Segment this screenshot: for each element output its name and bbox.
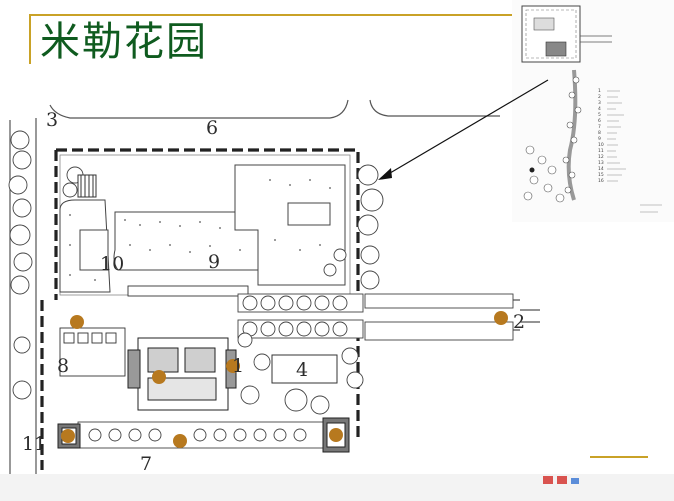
- thumb-legend-7: 7: [598, 124, 601, 130]
- thumb-legend: 1 2 3 4 5 6 7 8 9 10 11 12 13 14 15 16: [598, 88, 604, 184]
- thumb-legend-9: 9: [598, 136, 601, 142]
- title-top-rule: [29, 14, 519, 16]
- thumb-legend-10: 10: [598, 142, 604, 148]
- label-2: 2: [513, 311, 525, 333]
- thumb-legend-11: 11: [598, 148, 604, 154]
- corner-logo-icon: [543, 476, 579, 484]
- marker-house: [152, 370, 166, 384]
- thumb-legend-4: 4: [598, 106, 601, 112]
- thumb-legend-15: 15: [598, 172, 604, 178]
- upper-garden: [59, 154, 351, 296]
- label-6: 6: [206, 117, 218, 139]
- viewpoint-markers: [61, 311, 508, 448]
- marker-pavilion-east: [329, 428, 343, 442]
- middle-allee: [127, 285, 514, 341]
- lower-trees: [237, 332, 364, 415]
- thumb-legend-3: 3: [598, 100, 601, 106]
- marker-allee-east: [226, 359, 240, 373]
- thumb-legend-lines: [607, 90, 662, 213]
- house: [127, 337, 237, 411]
- thumb-legend-6: 6: [598, 118, 601, 124]
- label-8: 8: [57, 355, 69, 377]
- corner-accent-rule: [590, 456, 648, 458]
- service-area: [59, 327, 126, 377]
- slide-title: 米勒花园: [40, 19, 208, 65]
- marker-allee-end: [494, 311, 508, 325]
- area-4: [271, 354, 338, 384]
- plan-labels: 1 2 3 4 6 7 8 9 10 11: [22, 109, 525, 475]
- garden-site-plan: 1 2 3 4 6 7 8 9 10 11: [8, 99, 540, 501]
- marker-service: [70, 315, 84, 329]
- thumb-legend-2: 2: [598, 94, 601, 100]
- label-10: 10: [100, 253, 124, 275]
- thumb-legend-1: 1: [598, 88, 601, 94]
- label-1: 1: [232, 355, 244, 377]
- label-3: 3: [46, 109, 58, 131]
- thumb-legend-16: 16: [598, 178, 604, 184]
- label-9: 9: [208, 251, 220, 273]
- thumb-legend-8: 8: [598, 130, 601, 136]
- property-boundary: [40, 148, 360, 470]
- thumb-legend-14: 14: [598, 166, 604, 172]
- thumb-legend-5: 5: [598, 112, 601, 118]
- pergola-stripes: [77, 174, 97, 198]
- planting-dots: [69, 179, 331, 281]
- bottom-allee: [77, 421, 324, 449]
- marker-pavilion-west: [61, 429, 75, 443]
- label-4: 4: [296, 359, 308, 381]
- marker-bottom-allee: [173, 434, 187, 448]
- title-left-rule: [29, 14, 31, 64]
- thumb-legend-12: 12: [598, 154, 604, 160]
- thumb-legend-13: 13: [598, 160, 604, 166]
- label-11: 11: [22, 433, 46, 455]
- label-7: 7: [140, 453, 152, 475]
- overview-thumbnail: 1 2 3 4 5 6 7 8 9 10 11 12 13 14 15 16: [512, 0, 674, 222]
- left-tree-row: [8, 130, 33, 400]
